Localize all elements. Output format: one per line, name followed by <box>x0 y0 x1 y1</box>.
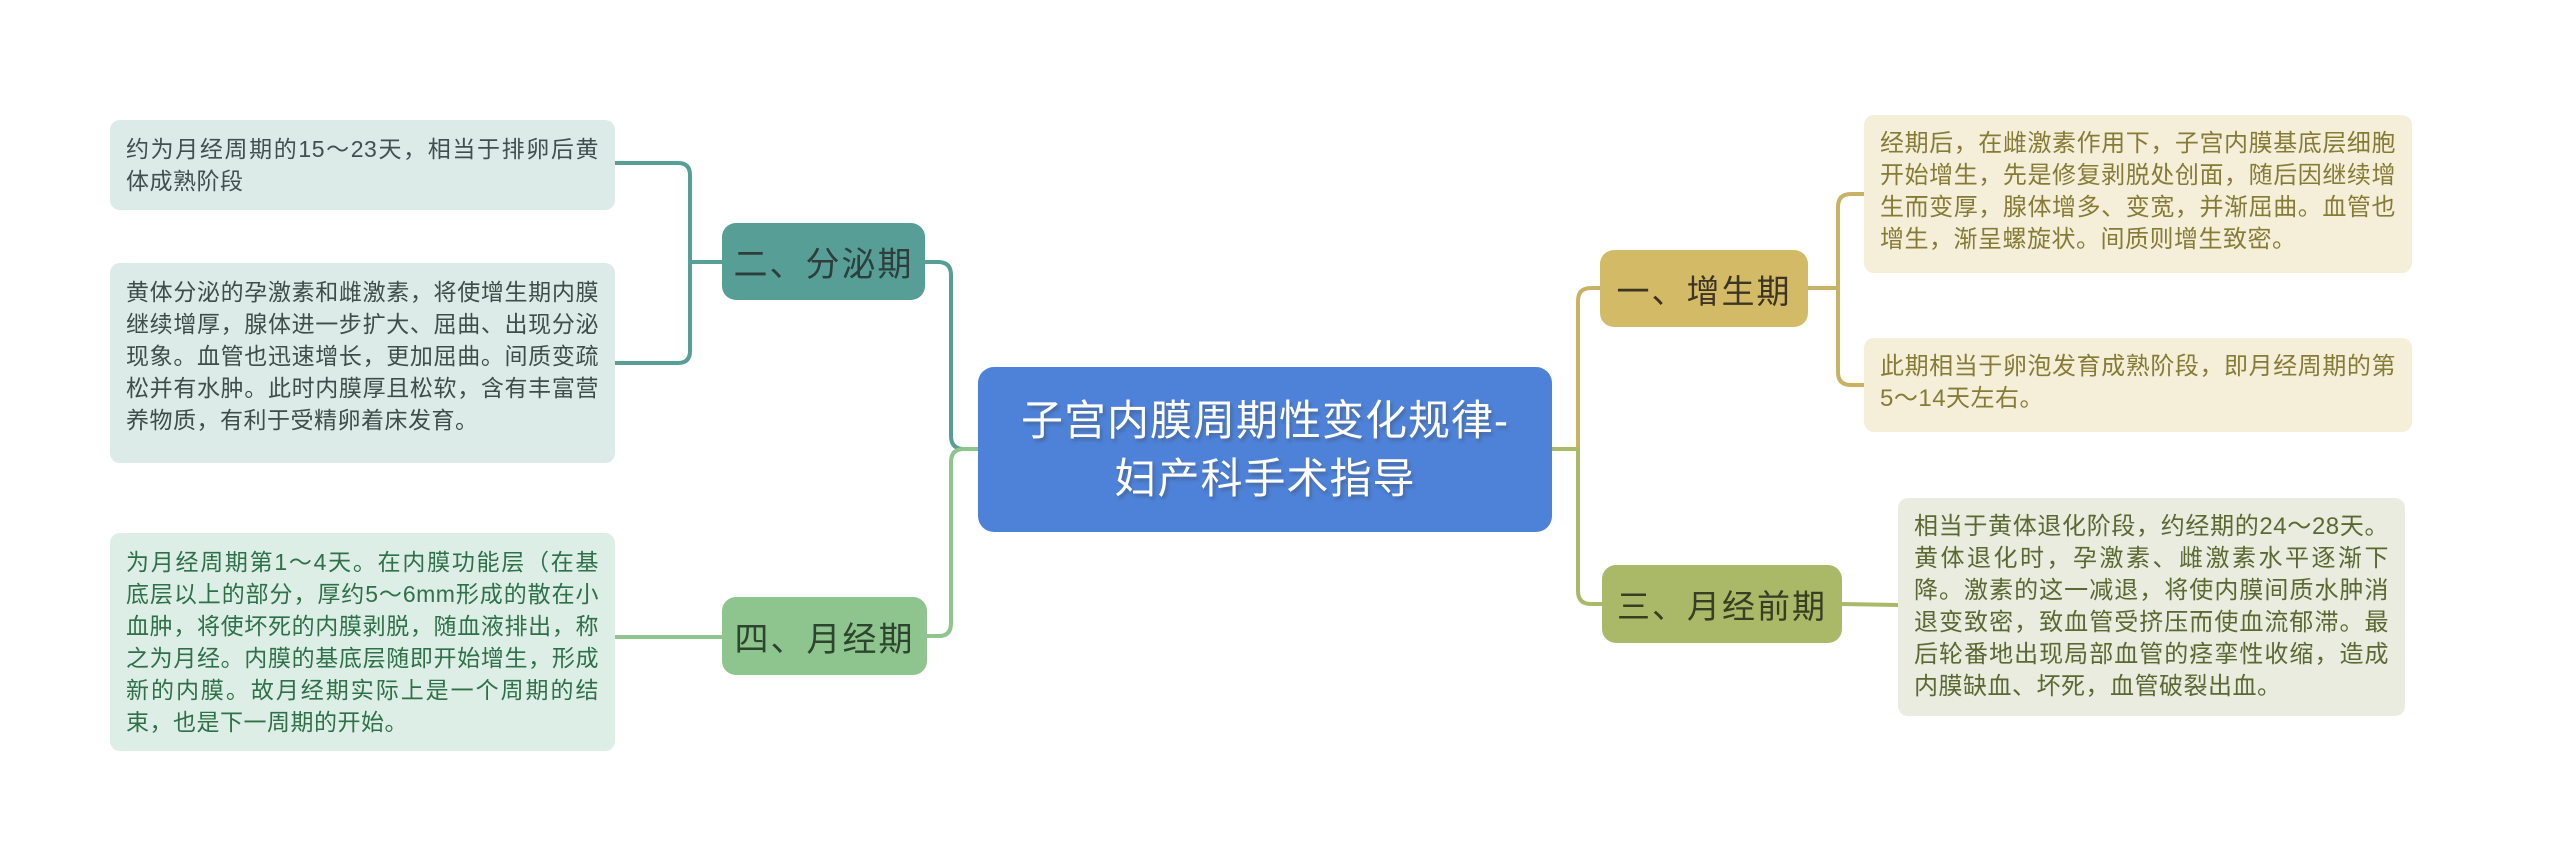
node-secretory-phase[interactable]: 二、分泌期 <box>722 223 925 300</box>
node-proliferative-phase[interactable]: 一、增生期 <box>1600 250 1808 327</box>
connector-secretory-notes <box>613 161 692 365</box>
note-proliferative-detail[interactable]: 经期后，在雌激素作用下，子宫内膜基底层细胞开始增生，先是修复剥脱处创面，随后因继… <box>1864 115 2412 273</box>
node-menstrual-phase[interactable]: 四、月经期 <box>722 597 927 675</box>
central-topic-line2: 妇产科手术指导 <box>1114 454 1416 502</box>
note-menstrual-detail[interactable]: 为月经周期第1～4天。在内膜功能层（在基底层以上的部分，厚约5～6mm形成的散在… <box>110 533 615 751</box>
note-premenstrual-detail[interactable]: 相当于黄体退化阶段，约经期的24～28天。黄体退化时，孕激素、雌激素水平逐渐下降… <box>1898 498 2405 716</box>
note-proliferative-duration[interactable]: 此期相当于卵泡发育成熟阶段，即月经周期的第5～14天左右。 <box>1864 338 2412 432</box>
central-topic-line1: 子宫内膜周期性变化规律- <box>1021 396 1509 444</box>
note-secretory-detail[interactable]: 黄体分泌的孕激素和雌激素，将使增生期内膜继续增厚，腺体进一步扩大、屈曲、出现分泌… <box>110 263 615 463</box>
note-secretory-duration[interactable]: 约为月经周期的15～23天，相当于排卵后黄体成熟阶段 <box>110 120 615 210</box>
connector-secretory-to-center <box>923 260 980 451</box>
connector-proliferative-notes <box>1836 192 1866 387</box>
central-topic[interactable]: 子宫内膜周期性变化规律- 妇产科手术指导 <box>978 367 1552 532</box>
node-premenstrual-phase[interactable]: 三、月经前期 <box>1602 565 1842 643</box>
connector-center-to-premenstrual <box>1576 447 1604 606</box>
connector-menstrual-to-center <box>925 447 980 638</box>
connector-center-to-proliferative <box>1576 286 1602 451</box>
connector-premenstrual-note <box>1840 602 1900 607</box>
